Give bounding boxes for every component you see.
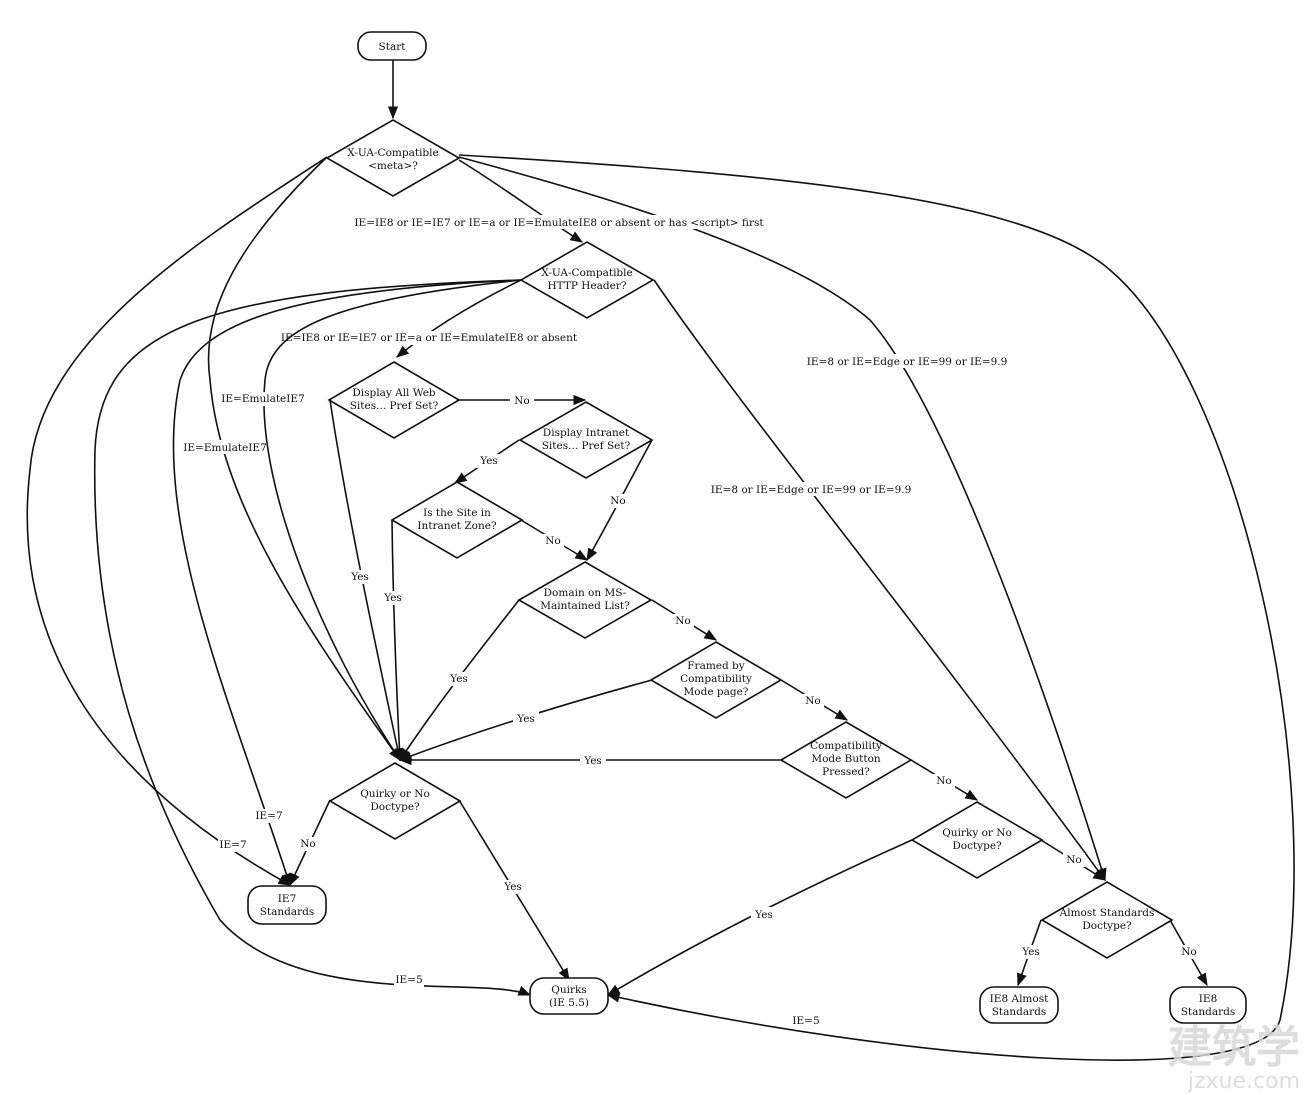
label-header-emulate: IE=EmulateIE7 <box>221 393 305 405</box>
node-display-all: Display All Web Sites... Pref Set? <box>327 361 461 439</box>
edge-header-to-quirks-ie5 <box>93 279 532 996</box>
node-ie7-line-1: IE7 <box>278 893 297 905</box>
label-meta-ie5: IE=5 <box>792 1015 819 1027</box>
edge-header-to-quirky1 <box>263 279 522 762</box>
node-display-all-line-2: Sites... Pref Set? <box>350 400 439 412</box>
label-framed-no: No <box>805 695 821 707</box>
edge-meta-to-quirks-ie5 <box>458 154 1295 1061</box>
node-intranet-zone: Is the Site in Intranet Zone? <box>390 481 524 559</box>
watermark-url: jzxue.com <box>1187 1069 1300 1094</box>
node-display-all-line-1: Display All Web <box>352 387 436 399</box>
edge-meta-to-quirky1 <box>207 156 401 762</box>
node-start: Start <box>357 31 427 61</box>
label-display-all-no: No <box>514 395 530 407</box>
node-ua-meta-line-2: <meta>? <box>368 160 418 172</box>
node-ie8-almost-line-1: IE8 Almost <box>990 993 1049 1005</box>
node-ua-header-line-2: HTTP Header? <box>548 280 627 292</box>
edge-meta-to-almost <box>458 156 1107 882</box>
node-quirky-1-line-2: Doctype? <box>370 801 420 813</box>
label-header-ie7: IE=7 <box>255 810 282 822</box>
node-ie7-line-2: Standards <box>260 906 315 918</box>
node-ie7-standards: IE7 Standards <box>247 885 327 925</box>
edge-meta-to-ie7 <box>26 156 328 886</box>
edge-zone-yes <box>391 519 405 762</box>
label-meta-to-header: IE=IE8 or IE=IE7 or IE=a or IE=EmulateIE… <box>354 217 764 229</box>
edge-meta-to-header <box>458 159 584 243</box>
node-ua-header: X-UA-Compatible HTTP Header? <box>519 241 655 319</box>
label-header-to-ie8: IE=8 or IE=Edge or IE=99 or IE=9.9 <box>711 484 912 496</box>
node-display-intranet-line-1: Display Intranet <box>543 427 630 439</box>
node-quirks-line-2: (IE 5.5) <box>549 997 589 1009</box>
label-button-yes: Yes <box>583 755 602 767</box>
node-compat-button-line-1: Compatibility <box>810 740 882 752</box>
node-display-intranet: Display Intranet Sites... Pref Set? <box>518 401 654 479</box>
node-quirky-2-line-2: Doctype? <box>952 840 1002 852</box>
node-ms-list-line-1: Domain on MS- <box>544 587 627 599</box>
node-intranet-zone-line-2: Intranet Zone? <box>417 520 497 532</box>
edge-header-to-display-all <box>396 279 522 358</box>
node-intranet-zone-line-1: Is the Site in <box>423 507 491 519</box>
label-header-to-display: IE=IE8 or IE=IE7 or IE=a or IE=EmulateIE… <box>281 332 578 344</box>
node-quirks-line-1: Quirks <box>551 984 587 996</box>
node-ms-list-line-2: Maintained List? <box>540 600 630 612</box>
node-framed: Framed by Compatibility Mode page? <box>649 641 783 719</box>
node-compat-button-line-3: Pressed? <box>822 766 870 778</box>
node-ua-meta-line-1: X-UA-Compatible <box>347 147 438 159</box>
node-quirky-1: Quirky or No Doctype? <box>328 762 462 840</box>
node-display-intranet-line-2: Sites... Pref Set? <box>542 440 631 452</box>
label-quirky2-yes: Yes <box>754 909 773 921</box>
label-button-no: No <box>936 775 952 787</box>
node-framed-line-3: Mode page? <box>684 686 749 698</box>
node-framed-line-2: Compatibility <box>680 673 752 685</box>
node-compat-button-line-2: Mode Button <box>811 753 881 765</box>
node-ie8-almost-standards: IE8 Almost Standards <box>979 986 1059 1024</box>
edge-labels: IE=IE8 or IE=IE7 or IE=a or IE=EmulateIE… <box>183 215 1200 1028</box>
node-almost-line-1: Almost Standards <box>1059 907 1155 919</box>
label-intranet-no: No <box>610 495 626 507</box>
node-ua-header-line-1: X-UA-Compatible <box>541 267 632 279</box>
label-almost-yes: Yes <box>1021 946 1040 958</box>
label-header-ie5: IE=5 <box>395 974 422 986</box>
node-ie8-line-1: IE8 <box>1199 993 1218 1005</box>
label-ms-yes: Yes <box>449 673 468 685</box>
node-quirks: Quirks (IE 5.5) <box>529 977 609 1015</box>
watermark-logo: 建筑学 <box>1168 1022 1300 1073</box>
edge-header-to-almost <box>653 279 1106 882</box>
node-ua-meta: X-UA-Compatible <meta>? <box>325 119 461 197</box>
label-framed-yes: Yes <box>516 713 535 725</box>
label-meta-ie7: IE=7 <box>219 839 246 851</box>
label-quirky1-yes: Yes <box>503 881 522 893</box>
label-quirky1-no: No <box>300 838 316 850</box>
watermark: 建筑学 jzxue.com <box>1168 1022 1300 1094</box>
node-quirky-2: Quirky or No Doctype? <box>910 801 1044 879</box>
node-ms-list: Domain on MS- Maintained List? <box>517 561 653 639</box>
node-compat-button: Compatibility Mode Button Pressed? <box>779 721 913 799</box>
edge-display-all-yes <box>329 399 403 762</box>
node-framed-line-1: Framed by <box>687 660 745 672</box>
label-zone-no: No <box>545 535 561 547</box>
node-ie8-standards: IE8 Standards <box>1169 986 1247 1024</box>
node-ie8-line-2: Standards <box>1181 1006 1236 1018</box>
node-quirky-1-line-1: Quirky or No <box>360 788 430 800</box>
label-meta-to-ie8: IE=8 or IE=Edge or IE=99 or IE=9.9 <box>807 356 1008 368</box>
label-quirky2-no: No <box>1066 854 1082 866</box>
label-intranet-yes: Yes <box>479 455 498 467</box>
label-almost-no: No <box>1181 946 1197 958</box>
label-display-all-yes: Yes <box>350 571 369 583</box>
nodes: Start X-UA-Compatible <meta>? X-UA-Compa… <box>247 31 1247 1024</box>
label-meta-emulate: IE=EmulateIE7 <box>183 442 267 454</box>
node-almost-line-2: Doctype? <box>1082 920 1132 932</box>
label-zone-yes: Yes <box>383 592 402 604</box>
label-ms-no: No <box>675 615 691 627</box>
node-quirky-2-line-1: Quirky or No <box>942 827 1012 839</box>
edge-header-to-ie7 <box>172 279 522 887</box>
node-almost: Almost Standards Doctype? <box>1040 881 1174 959</box>
node-start-line-1: Start <box>379 41 407 53</box>
node-ie8-almost-line-2: Standards <box>992 1006 1047 1018</box>
